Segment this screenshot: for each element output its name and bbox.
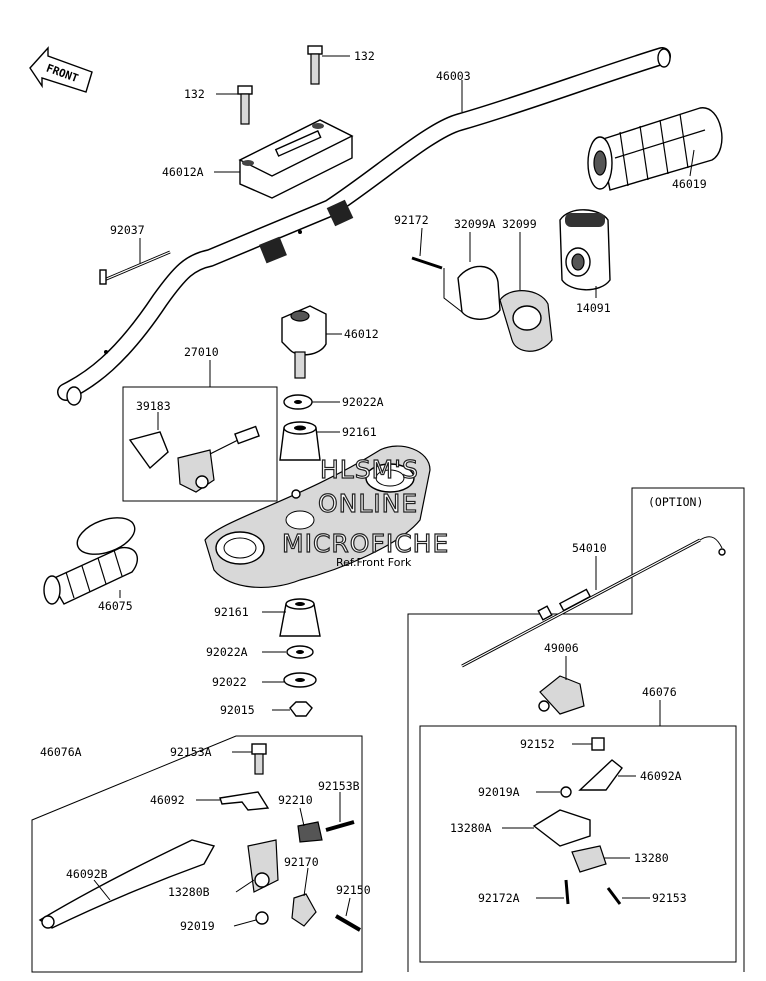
switch-kit-box bbox=[122, 386, 278, 502]
label-14091: 14091 bbox=[576, 301, 611, 315]
label-92022: 92022 bbox=[212, 675, 247, 689]
label-13280b: 13280B bbox=[168, 885, 210, 899]
clutch-lever-assembly-part bbox=[38, 743, 362, 932]
label-92153: 92153 bbox=[652, 891, 687, 905]
option-lever-assembly-part bbox=[532, 737, 623, 905]
label-32099a: 32099A bbox=[454, 217, 496, 231]
label-92015: 92015 bbox=[220, 703, 255, 717]
option-box bbox=[407, 487, 745, 972]
lever-kit-46076a-box bbox=[31, 735, 363, 973]
label-92170: 92170 bbox=[284, 855, 319, 869]
option-label: (OPTION) bbox=[648, 495, 703, 509]
label-92153a: 92153A bbox=[170, 745, 212, 759]
handlebar-clamp-lower-part bbox=[281, 305, 327, 379]
label-92150: 92150 bbox=[336, 883, 371, 897]
bolt-132-left-part bbox=[237, 85, 253, 125]
label-46012a: 46012A bbox=[162, 165, 204, 179]
label-92153b: 92153B bbox=[318, 779, 360, 793]
label-46076: 46076 bbox=[642, 685, 677, 699]
label-46092b: 46092B bbox=[66, 867, 108, 881]
watermark-line-3: MICROFICHE bbox=[282, 529, 449, 558]
bolt-132-right-part bbox=[307, 45, 323, 85]
label-92161-bottom: 92161 bbox=[214, 605, 249, 619]
watermark-line-1: HLSM'S bbox=[320, 455, 419, 484]
handlebar-part bbox=[57, 47, 671, 406]
label-92161-top: 92161 bbox=[342, 425, 377, 439]
label-46019: 46019 bbox=[672, 177, 707, 191]
pin-92037-part bbox=[99, 250, 171, 285]
label-92019a: 92019A bbox=[478, 785, 520, 799]
cable-54010-part bbox=[461, 536, 726, 668]
label-132-left: 132 bbox=[184, 87, 205, 101]
throttle-housing-part bbox=[411, 256, 553, 352]
leader-lines bbox=[93, 55, 695, 927]
handlebar-clamp-top-part bbox=[238, 119, 354, 199]
reference-note: Ref.Front Fork bbox=[336, 556, 412, 569]
throttle-cover-part bbox=[559, 209, 611, 291]
washer-92022a-top-part bbox=[283, 394, 313, 410]
label-132-right: 132 bbox=[354, 49, 375, 63]
label-13280a: 13280A bbox=[450, 821, 492, 835]
damper-92161-top-part bbox=[279, 421, 321, 461]
label-39183: 39183 bbox=[136, 399, 171, 413]
switch-39183-part bbox=[128, 425, 260, 493]
label-92019: 92019 bbox=[180, 919, 215, 933]
lever-kit-46076-box bbox=[419, 725, 737, 963]
front-arrow-icon: FRONT bbox=[29, 46, 93, 93]
label-54010: 54010 bbox=[572, 541, 607, 555]
label-46092a: 46092A bbox=[640, 769, 682, 783]
label-92172: 92172 bbox=[394, 213, 429, 227]
label-13280: 13280 bbox=[634, 851, 669, 865]
washer-92022-part bbox=[283, 672, 317, 688]
part-labels: 132 132 46003 46012A 46019 92037 92172 3… bbox=[40, 49, 707, 933]
label-92022a-bottom: 92022A bbox=[206, 645, 248, 659]
label-49006: 49006 bbox=[544, 641, 579, 655]
watermark: HLSM'S ONLINE MICROFICHE bbox=[281, 454, 449, 558]
label-46075: 46075 bbox=[98, 599, 133, 613]
watermark-line-2: ONLINE bbox=[318, 489, 418, 518]
label-92037: 92037 bbox=[110, 223, 145, 237]
label-92172a: 92172A bbox=[478, 891, 520, 905]
label-46003: 46003 bbox=[436, 69, 471, 83]
adjuster-49006-part bbox=[538, 675, 585, 715]
triple-clamp-part bbox=[204, 445, 431, 589]
label-92210: 92210 bbox=[278, 793, 313, 807]
damper-92161-bottom-part bbox=[279, 598, 321, 637]
label-46012: 46012 bbox=[344, 327, 379, 341]
label-46076a: 46076A bbox=[40, 745, 82, 759]
nut-92015-part bbox=[289, 701, 313, 717]
label-46092: 46092 bbox=[150, 793, 185, 807]
label-92152: 92152 bbox=[520, 737, 555, 751]
label-92022a-top: 92022A bbox=[342, 395, 384, 409]
label-32099: 32099 bbox=[502, 217, 537, 231]
washer-92022a-bottom-part bbox=[286, 645, 314, 659]
label-27010: 27010 bbox=[184, 345, 219, 359]
grip-right-part bbox=[587, 107, 723, 191]
grip-left-part bbox=[43, 517, 139, 605]
